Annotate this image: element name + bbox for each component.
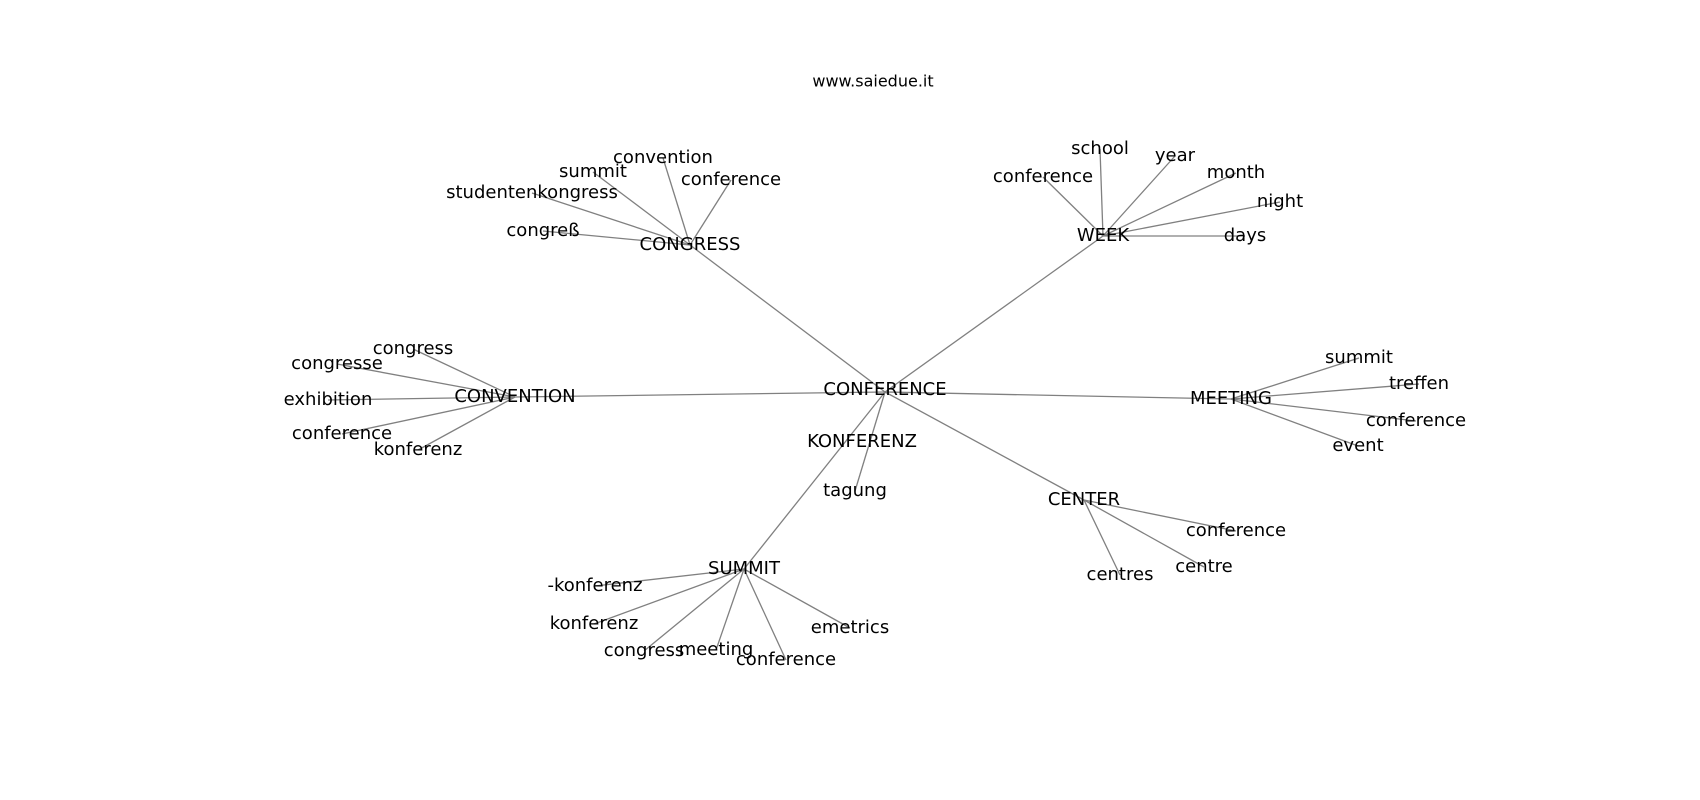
edge-hub-5-leaf-2 xyxy=(1083,499,1121,576)
edges-layer xyxy=(327,148,1420,661)
leaf-node-label: month xyxy=(1207,162,1265,183)
leaf-node-label: conference xyxy=(736,649,836,670)
edge-hub-2-leaf-1 xyxy=(336,363,516,398)
leaf-node-label: event xyxy=(1332,435,1383,456)
hub-node-label: SUMMIT xyxy=(708,558,781,579)
edge-center-1 xyxy=(884,235,1104,393)
hub-node-label: CENTER xyxy=(1048,489,1120,510)
edge-hub-1-leaf-0 xyxy=(1099,148,1104,237)
edge-hub-4-leaf-0 xyxy=(854,391,886,492)
leaf-node-label: studentenkongress xyxy=(446,182,618,203)
edge-hub-2-leaf-4 xyxy=(417,396,516,451)
leaf-node-label: tagung xyxy=(823,480,887,501)
edge-hub-6-leaf-4 xyxy=(715,568,745,651)
edge-center-5 xyxy=(884,391,1085,501)
leaf-node-label: congress xyxy=(604,640,685,661)
leaf-node-label: congreß xyxy=(506,220,579,241)
edge-hub-2-leaf-0 xyxy=(412,348,516,398)
leaf-node-label: convention xyxy=(613,147,713,168)
leaf-node-label: exhibition xyxy=(284,389,373,410)
center-node-label: CONFERENCE xyxy=(823,379,946,400)
hub-node-label: CONGRESS xyxy=(640,234,741,255)
edge-hub-6-leaf-0 xyxy=(594,568,745,587)
leaf-node-label: conference xyxy=(993,166,1093,187)
edge-hub-1-leaf-4 xyxy=(1102,201,1281,237)
leaf-node-label: congresse xyxy=(291,353,383,374)
leaf-node-label: conference xyxy=(1186,520,1286,541)
edge-hub-3-leaf-0 xyxy=(1230,357,1360,400)
leaf-node-label: year xyxy=(1155,145,1196,166)
leaf-node-label: emetrics xyxy=(811,617,889,638)
edge-hub-6-leaf-3 xyxy=(643,568,745,652)
leaf-node-label: congress xyxy=(373,338,454,359)
leaf-node-label: treffen xyxy=(1389,373,1449,394)
edge-hub-3-leaf-1 xyxy=(1230,383,1420,400)
edge-hub-2-leaf-3 xyxy=(341,396,516,435)
leaf-node-label: school xyxy=(1071,138,1129,159)
edge-hub-6-leaf-1 xyxy=(593,568,745,625)
leaf-node-label: night xyxy=(1257,191,1303,212)
hub-node-label: MEETING xyxy=(1190,388,1272,409)
leaf-node-label: conference xyxy=(681,169,781,190)
edge-hub-0-leaf-1 xyxy=(592,171,691,246)
edge-hub-0-leaf-2 xyxy=(689,179,732,246)
leaf-node-label: days xyxy=(1224,225,1267,246)
leaf-node-label: summit xyxy=(1325,347,1393,368)
edge-center-2 xyxy=(514,391,886,398)
leaf-node-label: summit xyxy=(559,161,627,182)
edge-hub-1-leaf-1 xyxy=(1102,155,1176,237)
edge-hub-6-leaf-2 xyxy=(743,568,851,629)
edge-hub-0-leaf-0 xyxy=(662,157,691,246)
leaf-node-label: centre xyxy=(1175,556,1233,577)
hub-node-label: CONVENTION xyxy=(454,386,575,407)
edge-hub-5-leaf-1 xyxy=(1083,499,1205,568)
edge-center-3 xyxy=(884,391,1232,400)
leaf-node-label: meeting xyxy=(679,639,754,660)
leaf-node-label: conference xyxy=(292,423,392,444)
edge-hub-6-leaf-5 xyxy=(743,568,787,661)
edge-hub-1-leaf-3 xyxy=(1102,172,1237,237)
leaf-node-label: konferenz xyxy=(550,613,639,634)
edge-hub-1-leaf-2 xyxy=(1042,176,1104,237)
leaf-node-label: centres xyxy=(1087,564,1154,585)
leaf-node-label: conference xyxy=(1366,410,1466,431)
edge-hub-2-leaf-2 xyxy=(327,396,516,401)
edge-center-6 xyxy=(743,391,886,570)
leaf-node-label: konferenz xyxy=(374,439,463,460)
edge-hub-0-leaf-4 xyxy=(542,230,691,246)
edge-hub-5-leaf-0 xyxy=(1083,499,1237,532)
edge-hub-3-leaf-2 xyxy=(1230,398,1417,422)
site-url: www.saiedue.it xyxy=(812,72,933,91)
edge-hub-3-leaf-3 xyxy=(1230,398,1359,447)
leaf-node-label: -konferenz xyxy=(547,575,642,596)
edge-hub-0-leaf-3 xyxy=(531,192,691,246)
hub-node-label: WEEK xyxy=(1077,225,1131,246)
hub-node-label: KONFERENZ xyxy=(807,431,917,452)
edge-center-0 xyxy=(689,244,886,393)
